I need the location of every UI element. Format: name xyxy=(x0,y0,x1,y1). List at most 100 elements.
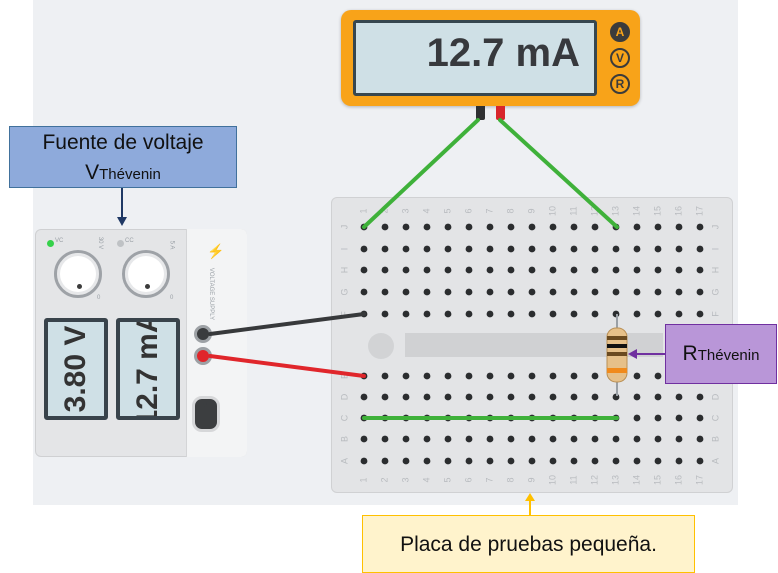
breadboard-hole[interactable] xyxy=(570,245,578,253)
breadboard-hole[interactable] xyxy=(360,457,368,465)
breadboard-hole[interactable] xyxy=(444,435,452,443)
meter-wire-red-probe[interactable] xyxy=(498,118,619,229)
breadboard-hole[interactable] xyxy=(612,266,620,274)
breadboard-hole[interactable] xyxy=(402,223,410,231)
breadboard-hole[interactable] xyxy=(528,266,536,274)
breadboard-hole[interactable] xyxy=(570,310,578,318)
breadboard-hole[interactable] xyxy=(423,457,431,465)
breadboard-hole[interactable] xyxy=(633,372,641,380)
breadboard-hole[interactable] xyxy=(528,245,536,253)
breadboard-hole[interactable] xyxy=(423,288,431,296)
breadboard-hole[interactable] xyxy=(633,245,641,253)
breadboard-hole[interactable] xyxy=(654,372,662,380)
breadboard-hole[interactable] xyxy=(612,288,620,296)
breadboard-hole[interactable] xyxy=(402,310,410,318)
breadboard-hole[interactable] xyxy=(633,266,641,274)
breadboard-hole[interactable] xyxy=(507,310,515,318)
breadboard-hole[interactable] xyxy=(360,288,368,296)
breadboard-hole[interactable] xyxy=(444,457,452,465)
breadboard-hole[interactable] xyxy=(591,393,599,401)
breadboard-hole[interactable] xyxy=(675,435,683,443)
breadboard-hole[interactable] xyxy=(423,223,431,231)
breadboard-hole[interactable] xyxy=(465,393,473,401)
breadboard-hole[interactable] xyxy=(360,245,368,253)
meter-probe-positive[interactable] xyxy=(496,106,505,120)
breadboard-hole[interactable] xyxy=(465,288,473,296)
resistor[interactable] xyxy=(606,314,628,396)
power-switch[interactable] xyxy=(192,396,220,432)
breadboard-hole[interactable] xyxy=(486,393,494,401)
breadboard-hole[interactable] xyxy=(444,245,452,253)
breadboard-hole[interactable] xyxy=(675,266,683,274)
breadboard-hole[interactable] xyxy=(654,223,662,231)
breadboard-hole[interactable] xyxy=(654,310,662,318)
breadboard-hole[interactable] xyxy=(528,288,536,296)
breadboard-hole[interactable] xyxy=(381,266,389,274)
breadboard-hole[interactable] xyxy=(528,372,536,380)
voltage-knob[interactable] xyxy=(54,250,102,298)
breadboard-hole[interactable] xyxy=(465,457,473,465)
breadboard-hole[interactable] xyxy=(696,393,704,401)
breadboard-hole[interactable] xyxy=(675,245,683,253)
breadboard-hole[interactable] xyxy=(549,223,557,231)
breadboard-hole[interactable] xyxy=(402,288,410,296)
breadboard-hole[interactable] xyxy=(423,435,431,443)
breadboard-hole[interactable] xyxy=(528,310,536,318)
breadboard-hole[interactable] xyxy=(402,245,410,253)
breadboard-hole[interactable] xyxy=(654,266,662,274)
breadboard-hole[interactable] xyxy=(423,245,431,253)
breadboard-hole[interactable] xyxy=(696,223,704,231)
breadboard-hole[interactable] xyxy=(507,266,515,274)
breadboard-hole[interactable] xyxy=(570,223,578,231)
breadboard-hole[interactable] xyxy=(402,393,410,401)
breadboard-hole[interactable] xyxy=(423,393,431,401)
breadboard-hole[interactable] xyxy=(570,435,578,443)
breadboard-hole[interactable] xyxy=(654,435,662,443)
breadboard-hole[interactable] xyxy=(507,372,515,380)
breadboard-hole[interactable] xyxy=(486,245,494,253)
breadboard-hole[interactable] xyxy=(444,266,452,274)
breadboard-hole[interactable] xyxy=(570,457,578,465)
breadboard-hole[interactable] xyxy=(654,457,662,465)
breadboard-hole[interactable] xyxy=(507,393,515,401)
breadboard-hole[interactable] xyxy=(465,266,473,274)
breadboard-hole[interactable] xyxy=(528,223,536,231)
breadboard-hole[interactable] xyxy=(591,223,599,231)
multimeter[interactable]: 12.7 mA A V R xyxy=(341,10,640,106)
breadboard-hole[interactable] xyxy=(465,223,473,231)
breadboard-hole[interactable] xyxy=(696,310,704,318)
breadboard-hole[interactable] xyxy=(486,310,494,318)
breadboard-hole[interactable] xyxy=(381,435,389,443)
breadboard-hole[interactable] xyxy=(486,223,494,231)
breadboard-hole[interactable] xyxy=(570,266,578,274)
breadboard-hole[interactable] xyxy=(465,310,473,318)
breadboard-hole[interactable] xyxy=(696,288,704,296)
breadboard-hole[interactable] xyxy=(549,288,557,296)
breadboard-hole[interactable] xyxy=(507,457,515,465)
breadboard-hole[interactable] xyxy=(465,372,473,380)
breadboard-hole[interactable] xyxy=(675,310,683,318)
breadboard-hole[interactable] xyxy=(507,288,515,296)
breadboard-hole[interactable] xyxy=(633,393,641,401)
breadboard-hole[interactable] xyxy=(591,245,599,253)
breadboard-hole[interactable] xyxy=(549,393,557,401)
breadboard-hole[interactable] xyxy=(402,266,410,274)
mode-voltmeter-button[interactable]: V xyxy=(610,48,630,68)
breadboard-hole[interactable] xyxy=(486,266,494,274)
breadboard-hole[interactable] xyxy=(633,223,641,231)
meter-probe-negative[interactable] xyxy=(476,106,485,120)
breadboard-hole[interactable] xyxy=(696,457,704,465)
breadboard-hole[interactable] xyxy=(570,288,578,296)
breadboard-hole[interactable] xyxy=(654,414,662,422)
breadboard-hole[interactable] xyxy=(381,223,389,231)
breadboard-hole[interactable] xyxy=(549,372,557,380)
breadboard-hole[interactable] xyxy=(675,457,683,465)
breadboard-hole[interactable] xyxy=(360,435,368,443)
breadboard-hole[interactable] xyxy=(696,435,704,443)
breadboard-hole[interactable] xyxy=(591,435,599,443)
breadboard-hole[interactable] xyxy=(591,372,599,380)
breadboard-hole[interactable] xyxy=(486,435,494,443)
breadboard-hole[interactable] xyxy=(444,310,452,318)
breadboard-hole[interactable] xyxy=(570,393,578,401)
breadboard-hole[interactable] xyxy=(633,457,641,465)
